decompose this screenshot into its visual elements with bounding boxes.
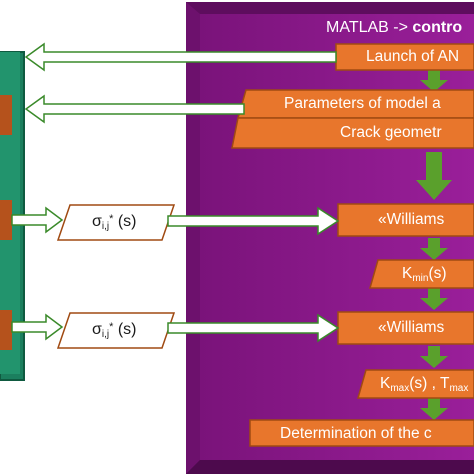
arrow-williams1-to-kmin (420, 238, 448, 260)
purple-panel-bottom-edge (186, 460, 474, 474)
stress-box-1 (56, 204, 176, 241)
left-stub-2 (0, 200, 12, 240)
stress-box-2 (56, 312, 176, 349)
arrow-williams2-to-kmax (420, 346, 448, 368)
stress-sup-2: * (109, 321, 114, 333)
kmin-base: K (402, 265, 413, 282)
crack-label: Crack geometr (340, 124, 442, 141)
flow-arrows (416, 70, 452, 420)
arrow-params-to-ansys (24, 94, 245, 124)
arrow-stress-to-williams-2 (167, 313, 340, 343)
stress-sub-1: i,j (101, 221, 110, 232)
arrow-stress-to-williams-1 (167, 206, 340, 236)
parameters-label: Parameters of model a (284, 95, 441, 112)
kmin-sub: min (412, 273, 429, 284)
crack-box (231, 117, 474, 149)
header-prefix: MATLAB -> (326, 19, 408, 36)
arrow-launch-to-ansys (24, 42, 337, 72)
left-stub-1 (0, 95, 12, 135)
stress-label-2: σi,j* (s) (92, 322, 137, 340)
determination-box (249, 419, 474, 447)
kmax-label: Kmax(s) , Tmax (380, 376, 468, 394)
williams-box-2 (337, 311, 474, 345)
stress-sub-2: i,j (101, 329, 110, 340)
arrow-crack-to-williams1 (416, 152, 452, 200)
arrow-launch-to-params (420, 70, 448, 92)
kmax-sub: max (390, 383, 410, 394)
header-bold: contro (412, 19, 463, 36)
purple-panel-left-edge (186, 2, 200, 474)
arrow-kmax-to-determination (420, 398, 448, 420)
arrow-ansys-to-stress-2 (11, 313, 64, 341)
kmin-box (369, 259, 474, 289)
kmin-label: Kmin(s) (402, 266, 447, 284)
left-stub-3 (0, 310, 12, 350)
header-label: MATLAB -> contro (326, 20, 462, 36)
stress-tail-1: (s) (113, 213, 137, 230)
kmax-mid: (s) , T (409, 375, 450, 392)
kmax-box (357, 369, 474, 399)
stress-label-1: σi,j* (s) (92, 214, 137, 232)
launch-label: Launch of AN (366, 48, 460, 65)
williams-label-1: «Williams (378, 211, 445, 228)
kmin-tail: (s) (428, 265, 447, 282)
arrow-kmin-to-williams2 (420, 288, 448, 310)
stress-sup-1: * (109, 213, 114, 225)
stress-sigma-2: σ (92, 321, 102, 338)
kmax-sub2: max (449, 383, 469, 394)
arrow-ansys-to-stress-1 (11, 206, 64, 234)
williams-box-1 (337, 203, 474, 237)
williams-label-2: «Williams (378, 319, 445, 336)
stress-sigma-1: σ (92, 213, 102, 230)
kmax-base: K (380, 375, 391, 392)
determination-label: Determination of the c (280, 425, 432, 442)
stress-tail-2: (s) (113, 321, 137, 338)
